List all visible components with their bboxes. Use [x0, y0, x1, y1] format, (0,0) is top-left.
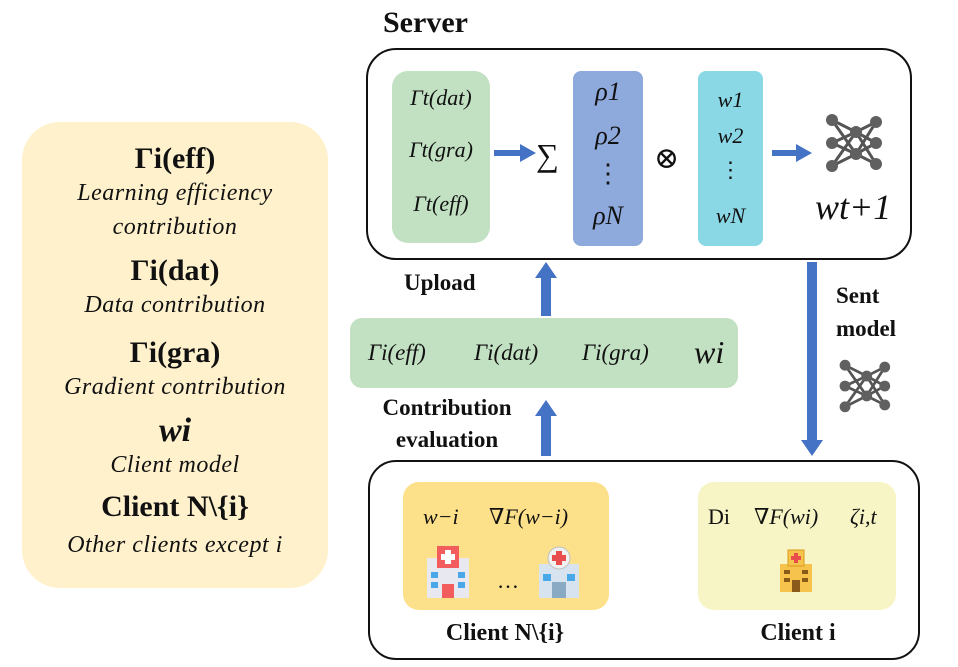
uploaded-model: wi	[694, 334, 725, 370]
legend-eff-desc-2: contribution	[112, 214, 238, 240]
legend-gra-desc: Gradient contribution	[64, 374, 286, 400]
sent-label-line2: model	[836, 316, 897, 341]
hospital-icon	[539, 546, 579, 598]
global-neural-network-icon	[826, 114, 882, 172]
weight-2: w2	[717, 123, 744, 148]
rho-column: ρ1 ρ2 ⋮ ρN	[573, 71, 643, 246]
upload-arrow	[535, 262, 557, 316]
uploaded-eff: Γi(eff)	[368, 340, 426, 365]
server-box	[366, 48, 912, 260]
uploaded-gra: Γi(gra)	[582, 340, 649, 365]
global-model-label: wt+1	[815, 187, 892, 227]
legend-others-desc: Other clients except i	[67, 532, 283, 558]
sent-model-arrow	[801, 262, 823, 456]
client-noise: ζi,t	[850, 504, 877, 529]
server-contribution-stack: Γt(dat) Γt(gra) Γt(eff)	[392, 71, 490, 243]
hospital-icon	[427, 546, 469, 598]
sent-neural-network-icon	[839, 359, 891, 413]
clients-box	[368, 460, 920, 660]
legend-w-symbol: wi	[158, 412, 192, 449]
rho-dots: ⋮	[595, 159, 621, 188]
client-gradient: ∇F(wi)	[754, 504, 819, 529]
legend-dat-desc: Data contribution	[84, 292, 266, 318]
weight-column: w1 w2 ⋮ wN	[698, 71, 763, 246]
product-symbol: ⊗	[654, 142, 680, 175]
rho-1: ρ1	[595, 77, 621, 106]
others-ellipsis: …	[497, 568, 519, 593]
server-contribution-gra: Γt(gra)	[409, 137, 473, 162]
weight-n: wN	[715, 203, 746, 228]
client-dataset: Di	[708, 504, 730, 529]
contribution-label-line1: Contribution	[382, 395, 512, 420]
client-i-label: Client i	[760, 620, 836, 646]
sum-symbol: ∑	[536, 137, 559, 173]
legend-others-symbol: Client N\{i}	[101, 490, 249, 523]
uploaded-dat: Γi(dat)	[474, 340, 539, 365]
arrow-to-sum	[494, 144, 536, 162]
others-gradient: ∇F(w−i)	[489, 504, 569, 529]
weight-dots: ⋮	[719, 157, 742, 182]
arrow-to-global-model	[772, 144, 812, 162]
legend-w-desc: Client model	[110, 452, 240, 478]
contribution-label-line2: evaluation	[395, 427, 499, 452]
contribution-arrow	[535, 400, 557, 456]
sent-label-line1: Sent	[836, 283, 880, 308]
client-i-panel: Di ∇F(wi) ζi,t	[698, 482, 896, 610]
uploaded-contributions-band: Γi(eff) Γi(dat) Γi(gra) wi	[350, 318, 738, 388]
weight-1: w1	[717, 87, 744, 112]
legend-dat-symbol: Γi(dat)	[130, 254, 220, 287]
rho-2: ρ2	[595, 121, 621, 150]
legend-gra-symbol: Γi(gra)	[129, 336, 221, 369]
legend-eff-symbol: Γi(eff)	[134, 142, 216, 175]
sent-model-label: Sent model	[836, 279, 896, 345]
other-clients-label: Client N\{i}	[445, 620, 565, 646]
legend-panel: Γi(eff) Learning efficiency contribution…	[22, 122, 328, 588]
server-contribution-dat: Γt(dat)	[410, 85, 472, 110]
others-weights: w−i	[423, 504, 459, 529]
hospital-icon	[780, 549, 812, 592]
rho-n: ρN	[593, 201, 623, 230]
server-contribution-eff: Γt(eff)	[413, 191, 469, 216]
legend-eff-desc-1: Learning efficiency	[77, 180, 273, 206]
contribution-evaluation-label: Contribution evaluation	[372, 392, 522, 456]
server-title: Server	[383, 6, 468, 39]
upload-label: Upload	[404, 270, 476, 295]
other-clients-panel: w−i ∇F(w−i) …	[403, 482, 609, 610]
